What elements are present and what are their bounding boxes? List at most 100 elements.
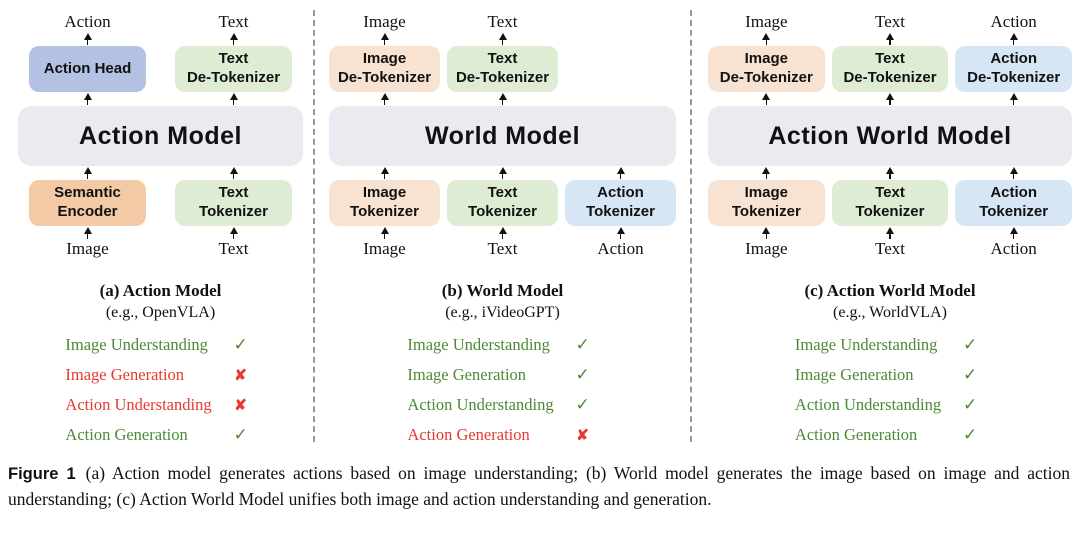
capability-label: Image Understanding xyxy=(794,335,938,354)
arrow-up-icon xyxy=(886,226,894,240)
box-world-model: World Model xyxy=(329,106,676,166)
arrow-up-icon xyxy=(886,166,894,180)
check-icon: ✓ xyxy=(575,365,590,384)
arrow-up-icon xyxy=(84,166,92,180)
box-text-de-tokenizer: Text De-Tokenizer xyxy=(175,46,292,92)
arrow-up-icon xyxy=(1010,92,1018,106)
output-label-action: Action xyxy=(64,12,111,32)
capability-label: Image Generation xyxy=(65,365,185,384)
arrow-up-icon xyxy=(1010,166,1018,180)
arrow-up-icon xyxy=(381,32,389,46)
arrow-up-icon xyxy=(230,92,238,106)
arrow-up-icon xyxy=(762,92,770,106)
diagram-world-model: Image Text Image De-Tokenizer Text De-To… xyxy=(329,8,676,264)
arrow-up-icon xyxy=(886,32,894,46)
panel-subtitle: (e.g., iVideoGPT) xyxy=(445,304,560,321)
capability-list: Image Understanding ✓ Image Generation ✓… xyxy=(407,335,597,445)
arrow-up-icon xyxy=(381,166,389,180)
arrow-up-icon xyxy=(499,32,507,46)
capability-label: Image Understanding xyxy=(407,335,550,354)
capability-list: Image Understanding ✓ Image Generation ✓… xyxy=(795,335,985,445)
capability-label: Image Generation xyxy=(794,365,914,384)
panel-caption: (a) Action Model (e.g., OpenVLA) xyxy=(18,281,303,322)
check-icon: ✓ xyxy=(962,395,978,414)
check-icon: ✓ xyxy=(962,425,978,444)
arrow-up-icon xyxy=(1010,226,1018,240)
figure-1: Action Text Action Head Text De-Tokenize… xyxy=(0,0,1080,445)
box-image-de-tokenizer: Image De-Tokenizer xyxy=(329,46,440,92)
panel-title: (a) Action Model xyxy=(99,281,222,300)
check-icon: ✓ xyxy=(962,365,978,384)
figure-caption: Figure 1(a) Action model generates actio… xyxy=(8,461,1070,513)
check-icon: ✓ xyxy=(575,395,590,414)
arrow-up-icon xyxy=(762,166,770,180)
box-text-de-tokenizer: Text De-Tokenizer xyxy=(831,46,949,92)
box-action-tokenizer: Action Tokenizer xyxy=(955,180,1072,226)
capability-label: Action Generation xyxy=(65,425,188,444)
dashed-divider xyxy=(690,10,692,442)
box-image-tokenizer: Image Tokenizer xyxy=(708,180,825,226)
box-text-tokenizer: Text Tokenizer xyxy=(447,180,558,226)
arrow-up-icon xyxy=(886,92,894,106)
arrow-up-icon xyxy=(84,32,92,46)
box-action-model: Action Model xyxy=(18,106,303,166)
box-text-de-tokenizer: Text De-Tokenizer xyxy=(447,46,558,92)
cross-icon: ✘ xyxy=(576,427,589,444)
diagram-action-model: Action Text Action Head Text De-Tokenize… xyxy=(18,8,303,264)
panel-title: (c) Action World Model xyxy=(804,281,976,300)
capability-label: Action Generation xyxy=(794,425,918,444)
arrow-up-icon xyxy=(762,226,770,240)
arrow-up-icon xyxy=(230,166,238,180)
output-label-text: Text xyxy=(487,12,518,32)
panel-subtitle: (e.g., OpenVLA) xyxy=(105,304,216,321)
arrow-up-icon xyxy=(84,92,92,106)
arrow-up-icon xyxy=(381,92,389,106)
output-label-image: Image xyxy=(745,12,788,32)
arrow-up-icon xyxy=(230,226,238,240)
capability-label: Image Understanding xyxy=(65,335,208,354)
arrow-up-icon xyxy=(617,166,625,180)
panel-caption: (c) Action World Model (e.g., WorldVLA) xyxy=(708,281,1072,322)
output-label-text: Text xyxy=(218,12,249,32)
box-image-tokenizer: Image Tokenizer xyxy=(329,180,440,226)
arrow-up-icon xyxy=(499,226,507,240)
capability-label: Action Understanding xyxy=(407,395,554,414)
output-label-action: Action xyxy=(990,12,1037,32)
output-label-text: Text xyxy=(875,12,905,32)
box-text-tokenizer: Text Tokenizer xyxy=(175,180,292,226)
cross-icon: ✘ xyxy=(234,367,247,384)
input-label-text: Text xyxy=(875,239,905,258)
input-label-action: Action xyxy=(597,239,644,258)
box-image-de-tokenizer: Image De-Tokenizer xyxy=(708,46,825,92)
capability-label: Action Generation xyxy=(407,425,530,444)
check-icon: ✓ xyxy=(962,335,978,354)
capability-label: Image Generation xyxy=(407,365,527,384)
check-icon: ✓ xyxy=(575,335,590,354)
capability-label: Action Understanding xyxy=(65,395,212,414)
input-label-text: Text xyxy=(487,239,518,258)
arrow-up-icon xyxy=(762,32,770,46)
arrow-up-icon xyxy=(381,226,389,240)
box-semantic-encoder: Semantic Encoder xyxy=(29,180,146,226)
arrow-up-icon xyxy=(499,166,507,180)
panel-world-model: Image Text Image De-Tokenizer Text De-To… xyxy=(315,8,690,445)
arrow-up-icon xyxy=(499,92,507,106)
input-label-image: Image xyxy=(66,239,109,258)
input-label-image: Image xyxy=(745,239,788,258)
box-text-tokenizer: Text Tokenizer xyxy=(831,180,949,226)
panel-title: (b) World Model xyxy=(441,281,564,300)
input-label-action: Action xyxy=(990,239,1037,258)
figure-caption-tag: Figure 1 xyxy=(8,465,76,483)
check-icon: ✓ xyxy=(233,335,248,354)
output-label-image: Image xyxy=(363,12,406,32)
figure-caption-text: (a) Action model generates actions based… xyxy=(8,463,1070,509)
arrow-up-icon xyxy=(84,226,92,240)
panel-action-world-model: Image Text Action Image De-Tokenizer Tex… xyxy=(692,8,1080,445)
cross-icon: ✘ xyxy=(234,397,247,414)
box-action-tokenizer: Action Tokenizer xyxy=(565,180,676,226)
arrow-up-icon xyxy=(1010,32,1018,46)
capability-list: Image Understanding ✓ Image Generation ✘… xyxy=(65,335,255,445)
panel-caption: (b) World Model (e.g., iVideoGPT) xyxy=(329,281,676,322)
diagram-action-world-model: Image Text Action Image De-Tokenizer Tex… xyxy=(708,8,1072,264)
arrow-up-icon xyxy=(230,32,238,46)
